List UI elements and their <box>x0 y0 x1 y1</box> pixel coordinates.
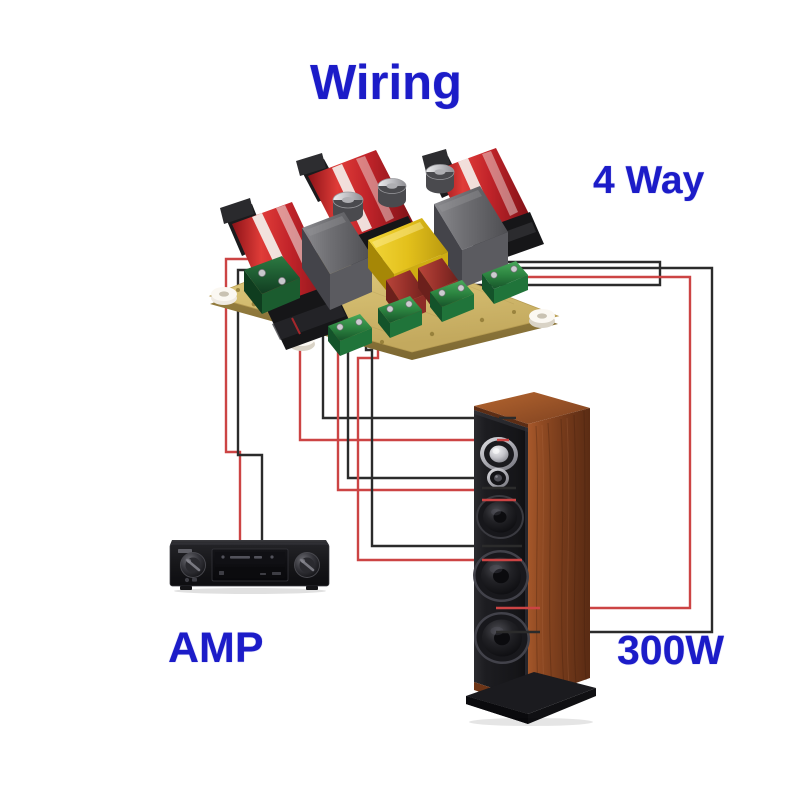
output-terminal-way4 <box>482 261 528 304</box>
driver-tweeter[interactable] <box>478 435 520 474</box>
electrolytic-cap-b <box>377 178 407 208</box>
electrolytic-cap-c <box>425 164 455 194</box>
wire-amp-positive <box>224 257 252 542</box>
driver-midrange[interactable] <box>473 492 527 542</box>
amp-brand-logo <box>178 549 192 553</box>
amp-foot-right <box>306 586 318 590</box>
label-amp: AMP <box>168 624 264 672</box>
tower-speaker[interactable] <box>466 378 596 726</box>
output-terminal-way2 <box>378 296 422 338</box>
mpp-capacitor-gray-left <box>302 212 372 310</box>
label-four-way: 4 Way <box>593 159 705 202</box>
crossover-board[interactable] <box>196 128 572 368</box>
output-terminal-way1 <box>328 314 372 356</box>
speaker-graphic <box>466 392 596 726</box>
wire-way4-negative <box>508 266 714 634</box>
amp-small-buttons <box>184 577 197 583</box>
volume-knob-left <box>180 552 206 578</box>
output-terminal-way3 <box>430 280 474 322</box>
amplifier[interactable] <box>168 533 332 595</box>
input-terminal-block[interactable] <box>244 256 300 314</box>
input-knob-right <box>294 552 320 578</box>
speaker-base <box>466 672 596 724</box>
driver-supertweeter[interactable] <box>486 467 511 490</box>
crossover-board-graphic <box>208 148 560 360</box>
front-panel-display <box>211 548 289 582</box>
driver-midbass[interactable] <box>470 546 533 605</box>
amp-foot-left <box>180 586 192 590</box>
label-power: 300W <box>617 627 725 673</box>
output-terminal-blocks[interactable] <box>328 261 528 356</box>
amplifier-graphic <box>169 540 330 594</box>
label-wiring: Wiring <box>310 56 462 110</box>
wire-way4-positive <box>500 275 692 610</box>
